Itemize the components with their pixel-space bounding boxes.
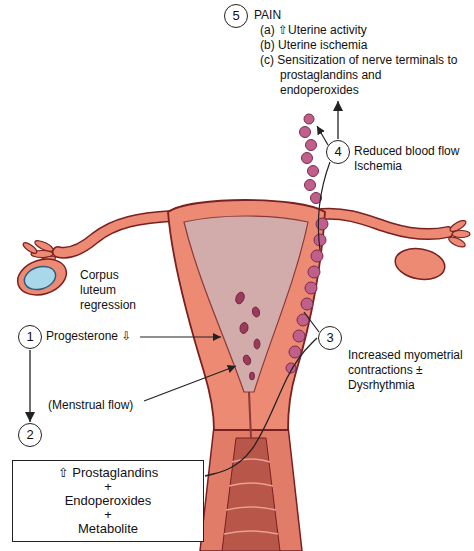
- blood-clot: [234, 291, 246, 305]
- blood-clot: [242, 354, 252, 366]
- callout-number: 1: [18, 325, 42, 349]
- fimbria: [22, 241, 39, 255]
- vessel-bump: [301, 298, 313, 310]
- left-ovary: [13, 253, 71, 301]
- part-label: (Menstrual flow): [48, 398, 160, 413]
- leader-arrow: [317, 126, 328, 145]
- callout-circle: 2: [18, 423, 42, 447]
- tube-outline: [322, 214, 448, 234]
- tube-outline: [58, 216, 172, 253]
- vessel-bump: [311, 250, 323, 262]
- leader-line: [318, 162, 330, 250]
- blood-clot: [251, 306, 260, 317]
- fimbria: [447, 235, 466, 249]
- node-text: +: [19, 508, 197, 522]
- vessel-bump: [293, 330, 305, 342]
- leader-arrow: [144, 366, 236, 401]
- fimbriae: [447, 218, 470, 249]
- node-text: Progesterone ⇩: [46, 325, 148, 344]
- menstrual-blood: [234, 291, 260, 380]
- callout-number: 4: [326, 140, 350, 164]
- part-label: Corpus luteum regression: [80, 268, 152, 313]
- connector-arrow: [205, 338, 317, 476]
- node-text: Metabolite: [19, 522, 197, 536]
- node-text: (b) Uterine ischemia: [260, 38, 464, 53]
- uterine-body: [168, 200, 325, 430]
- process-box: ⇧ Prostaglandins+Endoperoxides+Metabolit…: [12, 460, 204, 542]
- node-text: Reduced blood flow Ischemia: [354, 140, 466, 174]
- blood-clot: [254, 339, 260, 349]
- cervical-canal: [249, 392, 251, 438]
- connector-arrow: [337, 101, 338, 139]
- callout-group: 5 PAIN(a) ⇧Uterine activity(b) Uterine is…: [224, 4, 464, 98]
- blood-clot: [250, 372, 255, 380]
- vessel-bump: [308, 266, 320, 278]
- vessel-bump: [300, 127, 311, 138]
- node-text: Increased myometrial contractions ± Dysr…: [348, 326, 468, 393]
- vessel-bump: [302, 153, 313, 164]
- vessel-bump: [305, 282, 317, 294]
- callout-number: 2: [18, 423, 42, 447]
- blood-clot: [239, 322, 249, 334]
- callout-group: 3Increased myometrial contractions ± Dys…: [318, 326, 470, 393]
- rugae-lines: [224, 459, 278, 534]
- connector-arrow: [29, 350, 30, 422]
- fallopian-tube: [322, 214, 448, 234]
- callout-group: 1Progesterone ⇩: [18, 325, 148, 349]
- node-text: (c) Sensitization of nerve terminals to …: [260, 53, 460, 98]
- right-ovary: [393, 245, 447, 283]
- node-text: ⇧ Prostaglandins: [19, 466, 197, 480]
- leader-lines: [140, 126, 330, 401]
- node-text: Endoperoxides: [19, 494, 197, 508]
- leader-arrow: [140, 336, 221, 337]
- vagina-wall: [200, 426, 302, 551]
- fallopian-tube: [58, 216, 172, 253]
- callout-number: 3: [318, 326, 342, 350]
- callout-group: 4Reduced blood flow Ischemia: [326, 140, 468, 174]
- vessel-bump: [308, 166, 319, 177]
- node-text: PAIN: [254, 4, 464, 23]
- uterine-cavity: [184, 216, 308, 392]
- vessel-bump: [314, 234, 326, 246]
- vaginal-canal: [222, 438, 280, 551]
- node-text: (a) ⇧Uterine activity: [260, 23, 464, 38]
- vessel-bump: [304, 114, 314, 124]
- node-text: +: [19, 480, 197, 494]
- vessel-bump: [305, 180, 316, 191]
- leader-line: [304, 312, 319, 332]
- fimbria: [452, 231, 470, 238]
- corpus-luteum: [21, 263, 58, 294]
- vessel-bump: [289, 346, 301, 358]
- callout-number: 5: [224, 4, 248, 28]
- vessel-bump: [306, 140, 317, 151]
